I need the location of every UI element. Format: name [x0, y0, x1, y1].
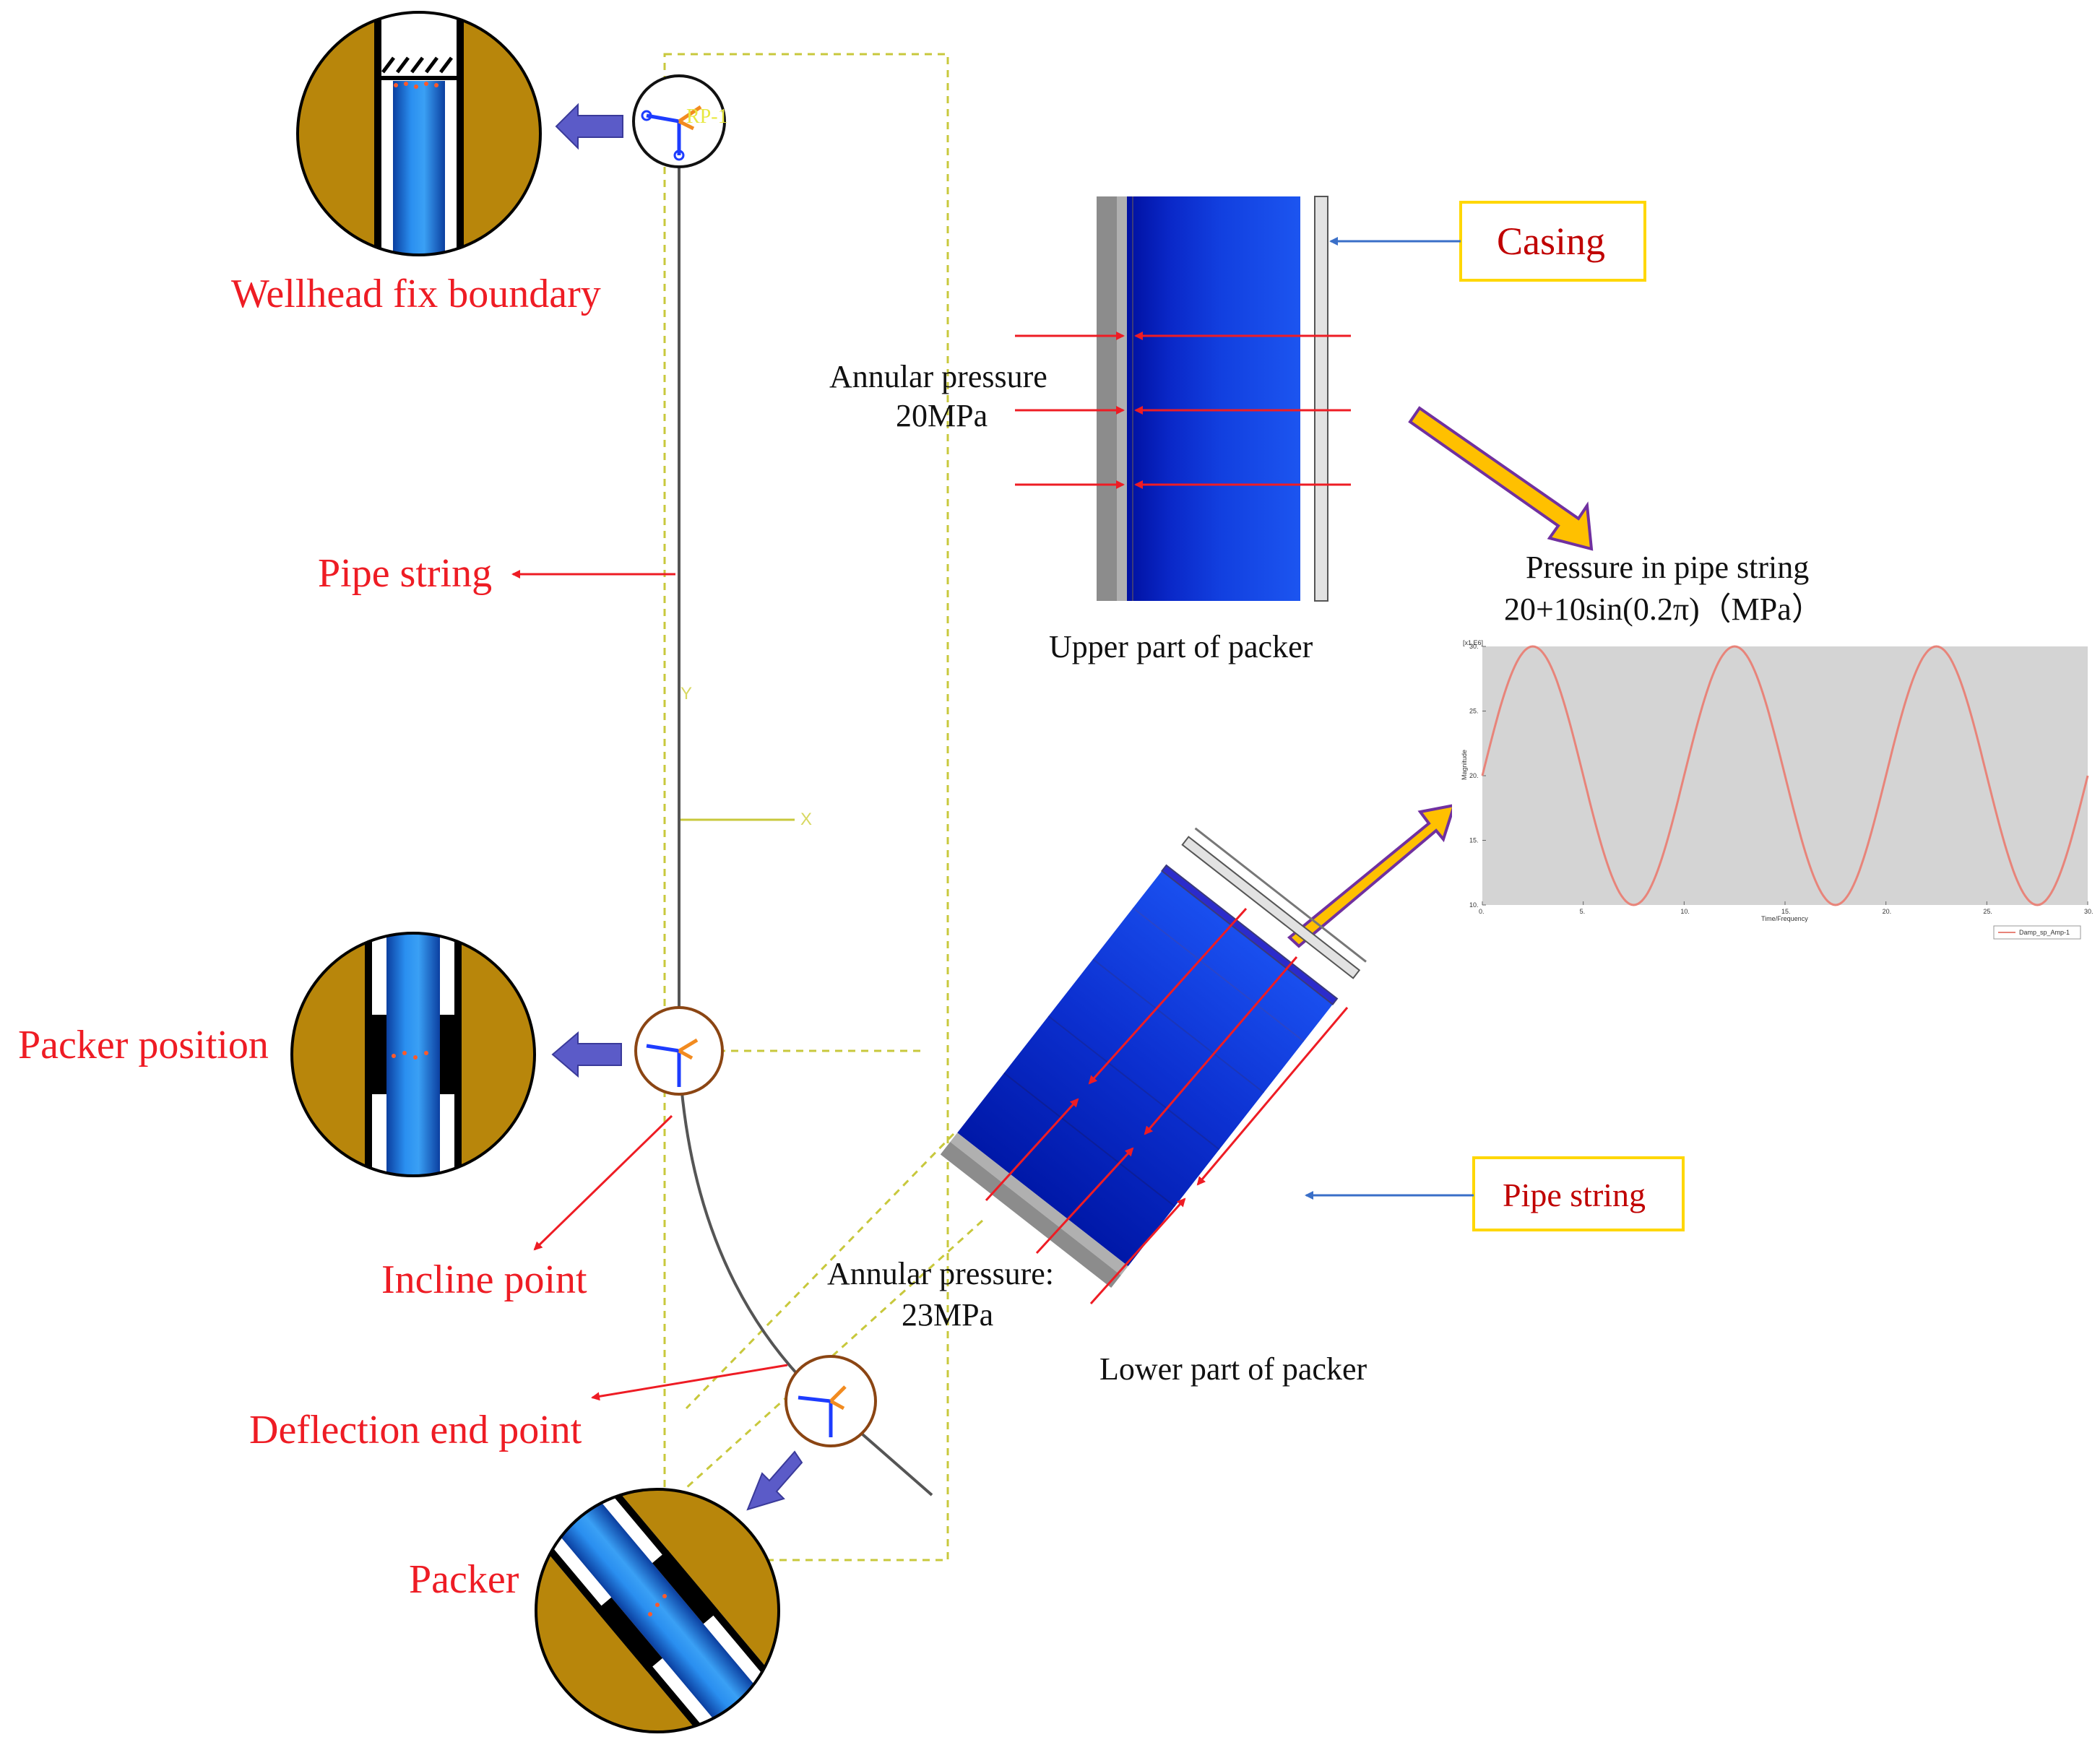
lower-annular-pressure-arrows	[985, 907, 1349, 1305]
y-tick-label: 15.	[1469, 837, 1479, 844]
boundary-symbol-icon	[641, 105, 702, 161]
y-tick-label: 30.	[1469, 643, 1479, 650]
x-axis-label: Time/Frequency	[1761, 915, 1808, 922]
boundary-symbol-icon	[798, 1385, 847, 1437]
x-tick-label: 10.	[1680, 908, 1690, 915]
x-tick-label: 0.	[1479, 908, 1485, 915]
yellow-arrow-down-icon	[1408, 406, 1594, 551]
y-tick-label: 20.	[1469, 772, 1479, 779]
coordinate-axes: Y X	[678, 684, 812, 829]
left-arrow-icon	[551, 1031, 622, 1078]
x-tick-label: 25.	[1983, 908, 1992, 915]
pipe-string-box-label: Pipe string	[1503, 1177, 1646, 1213]
pressure-series-line	[1481, 645, 2089, 906]
upper-packer-section	[1097, 196, 1328, 602]
down-left-arrow-icon	[746, 1450, 803, 1511]
packer-label: Packer	[409, 1557, 519, 1602]
lower-part-label: Lower part of packer	[1099, 1351, 1367, 1387]
packer-position-label: Packer position	[18, 1023, 269, 1067]
pressure-title-line1: Pressure in pipe string	[1526, 550, 1809, 585]
y-multiplier-label: [x1.E6]	[1463, 639, 1483, 646]
left-arrow-icon	[555, 103, 623, 150]
deflection-node-circle	[785, 1355, 877, 1447]
wellhead-fix-label: Wellhead fix boundary	[231, 272, 601, 316]
boundary-symbol-icon	[646, 1038, 699, 1087]
deflection-end-pointer	[591, 1364, 788, 1401]
upper-part-label: Upper part of packer	[1049, 629, 1313, 664]
yellow-arrow-up-icon	[1287, 803, 1456, 948]
annular-pressure-upper-line2: 20MPa	[896, 398, 988, 433]
lower-packer-section	[940, 827, 1367, 1288]
legend-entry: Damp_sp_Amp-1	[2019, 929, 2070, 936]
pipe-string-callout: Pipe string	[1305, 1156, 1685, 1231]
axis-x-label: X	[800, 810, 812, 829]
casing-label: Casing	[1497, 220, 1605, 263]
x-tick-label: 5.	[1580, 908, 1586, 915]
x-tick-label: 15.	[1781, 908, 1791, 915]
y-tick-label: 25.	[1469, 708, 1479, 715]
upper-annular-pressure-arrows	[1015, 332, 1351, 489]
rp-label: RP-1	[686, 105, 728, 128]
deflection-end-point-label: Deflection end point	[249, 1408, 582, 1452]
wellhead-node-circle: RP-1	[632, 74, 728, 168]
wellhead-zoom-circle	[296, 11, 542, 256]
pressure-title-line2: 20+10sin(0.2π)（MPa）	[1504, 592, 1823, 627]
incline-point-pointer	[533, 1114, 673, 1251]
annular-pressure-lower-line2: 23MPa	[902, 1297, 993, 1333]
y-tick-label: 10.	[1469, 901, 1479, 909]
packer-node-circle	[634, 1006, 724, 1096]
model-bounding-box	[663, 53, 984, 1561]
annular-pressure-lower-line1: Annular pressure:	[827, 1256, 1054, 1291]
annular-pressure-upper-line1: Annular pressure	[829, 359, 1047, 394]
pipe-string-line	[678, 166, 933, 1496]
pipe-string-label: Pipe string	[318, 551, 492, 596]
axis-ticks: 0. 5. 10. 15. 20. 25. 30. 10. 15. 20. 25. 30.	[1469, 643, 2093, 915]
chart-legend: Damp_sp_Amp-1	[1993, 925, 2081, 940]
incline-point-label: Incline point	[381, 1257, 587, 1302]
x-tick-label: 20.	[1883, 908, 1892, 915]
casing-callout: Casing	[1329, 201, 1646, 282]
packer-position-zoom-circle	[290, 932, 536, 1177]
axis-y-label: Y	[680, 684, 692, 703]
x-tick-label: 30.	[2084, 908, 2093, 915]
packer-zoom-circle	[535, 1488, 780, 1733]
y-axis-label: Magnitude	[1461, 750, 1468, 780]
pressure-chart: [x1.E6] Magnitude Time/Frequency 0. 5. 10.…	[1452, 636, 2093, 946]
